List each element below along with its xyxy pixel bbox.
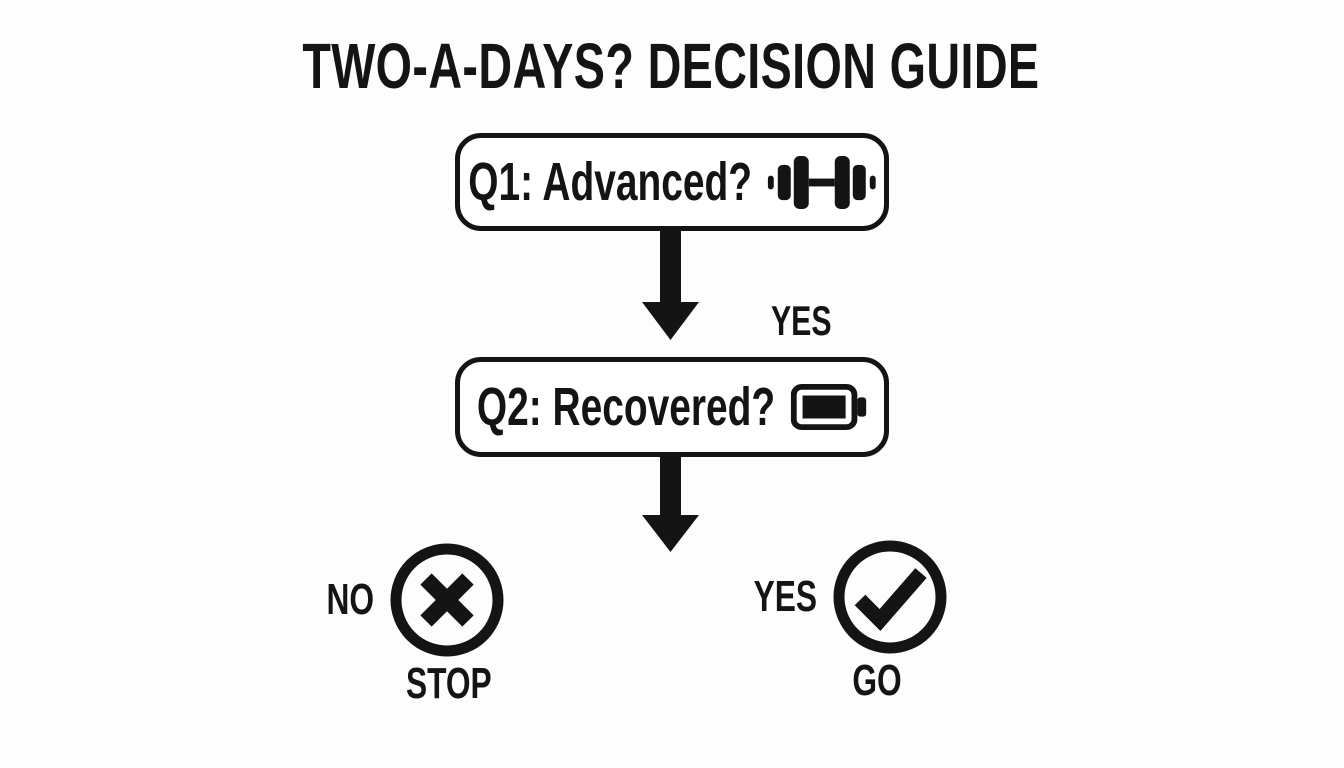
- arrow-down-icon: [642, 231, 699, 340]
- page-title: TWO-A-DAYS? DECISION GUIDE: [0, 34, 1342, 98]
- dumbbell-icon: [767, 155, 876, 209]
- q2-label: Q2: Recovered?: [476, 377, 776, 437]
- q2-content: Q2: Recovered?: [477, 380, 867, 434]
- arrow-down-icon: [642, 456, 699, 552]
- question-box-q2: Q2: Recovered?: [455, 357, 889, 457]
- q1-yes-label: YES: [771, 297, 832, 344]
- check-circle-icon: [833, 540, 947, 654]
- x-circle-icon: [390, 543, 504, 657]
- q1-label: Q1: Advanced?: [468, 152, 752, 212]
- go-branch-label: YES: [753, 572, 817, 621]
- stop-result-label: STOP: [405, 659, 492, 708]
- go-result-label: GO: [852, 656, 902, 705]
- outcome-stop: NO STOP: [326, 543, 504, 706]
- q1-content: Q1: Advanced?: [468, 155, 876, 209]
- page-title-text: TWO-A-DAYS? DECISION GUIDE: [302, 30, 1040, 102]
- question-box-q1: Q1: Advanced?: [455, 133, 889, 231]
- battery-full-icon: [790, 384, 867, 430]
- stop-branch-label: NO: [326, 575, 374, 624]
- outcome-go: YES GO: [754, 540, 947, 703]
